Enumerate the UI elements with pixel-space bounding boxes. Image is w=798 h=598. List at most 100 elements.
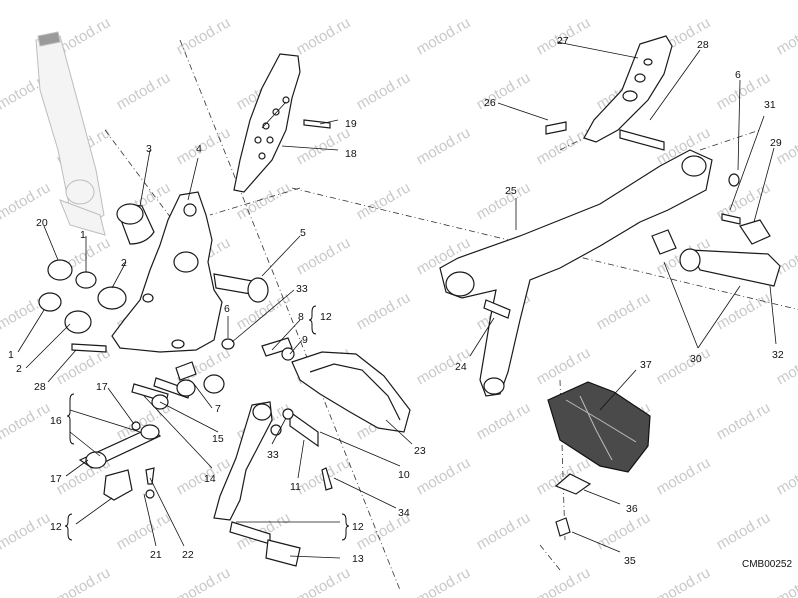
callout-label-25: 25 (505, 185, 517, 197)
watermark-text: motod.ru (414, 564, 474, 598)
watermark-text: motod.ru (114, 0, 174, 3)
watermark-text: motod.ru (774, 454, 798, 498)
callout-label-20: 20 (36, 217, 48, 229)
callout-label-26: 26 (484, 97, 496, 109)
watermark-text: motod.ru (414, 454, 474, 498)
left-footpeg (261, 337, 411, 491)
rubber-pad (547, 381, 651, 537)
callout-label-30: 30 (690, 353, 702, 365)
watermark-text: motod.ru (174, 124, 234, 168)
callout-label-4: 4 (196, 143, 202, 155)
callout-label-15: 15 (212, 433, 224, 445)
watermark-text: motod.ru (294, 14, 354, 58)
watermark-text: motod.ru (594, 0, 654, 3)
watermark-text: motod.ru (714, 509, 774, 553)
diagram-code: CMB00252 (742, 559, 792, 570)
right-hanger (439, 121, 713, 397)
callout-label-19: 19 (345, 118, 357, 130)
watermark-text: motod.ru (354, 69, 414, 113)
watermark-text: motod.ru (114, 69, 174, 113)
callout-label-28a: 28 (697, 39, 709, 51)
leader-lines (17, 41, 777, 559)
callout-label-37: 37 (640, 359, 652, 371)
callout-label-13: 13 (352, 553, 364, 565)
watermark-text: motod.ru (774, 14, 798, 58)
heel-plate (233, 53, 331, 193)
callout-label-6a: 6 (224, 303, 230, 315)
callout-label-12a: 12 (320, 311, 332, 323)
callout-label-22: 22 (182, 549, 194, 561)
callout-label-27: 27 (557, 35, 569, 47)
watermark-text: motod.ru (654, 344, 714, 388)
watermark-text: motod.ru (414, 124, 474, 168)
callout-label-8: 8 (298, 311, 304, 323)
callout-label-5: 5 (300, 227, 306, 239)
watermark-text: motod.ru (414, 14, 474, 58)
watermark-text: motod.ru (174, 14, 234, 58)
callout-label-6b: 6 (735, 69, 741, 81)
watermark-text: motod.ru (654, 564, 714, 598)
callout-label-29: 29 (770, 137, 782, 149)
callout-label-33b: 33 (267, 449, 279, 461)
callout-label-31: 31 (764, 99, 776, 111)
group-braces (64, 305, 350, 541)
watermark-text: motod.ru (294, 124, 354, 168)
callout-label-24: 24 (455, 361, 467, 373)
callout-label-9: 9 (302, 334, 308, 346)
watermark-text: motod.ru (354, 179, 414, 223)
callout-label-32: 32 (772, 349, 784, 361)
watermark-text: motod.ru (594, 289, 654, 333)
callout-label-1a: 1 (80, 229, 86, 241)
watermark-text: motod.ru (534, 344, 594, 388)
callout-label-18: 18 (345, 148, 357, 160)
callout-label-12c: 12 (352, 521, 364, 533)
watermark-text: motod.ru (234, 0, 294, 3)
right-heel-plate (583, 35, 673, 143)
callout-label-23: 23 (414, 445, 426, 457)
watermark-text: motod.ru (474, 399, 534, 443)
right-footpeg (651, 173, 781, 287)
callout-label-12b: 12 (50, 521, 62, 533)
watermark-text: motod.ru (534, 564, 594, 598)
callout-label-2b: 2 (16, 363, 22, 375)
callout-label-11: 11 (290, 481, 301, 493)
gear-lever (78, 361, 301, 567)
watermark-text: motod.ru (654, 454, 714, 498)
watermark-text: motod.ru (474, 509, 534, 553)
watermark-text: motod.ru (474, 69, 534, 113)
ghost-frame (35, 31, 106, 236)
callout-label-3: 3 (146, 143, 152, 155)
callout-label-14: 14 (204, 473, 216, 485)
callout-label-33a: 33 (296, 283, 308, 295)
watermark-text: motod.ru (294, 234, 354, 278)
watermark-text: motod.ru (354, 0, 414, 3)
watermark-text: motod.ru (594, 509, 654, 553)
callout-label-35: 35 (624, 555, 636, 567)
watermark-text: motod.ru (294, 564, 354, 598)
watermark-text: motod.ru (0, 0, 53, 3)
watermark-text: motod.ru (714, 0, 774, 3)
watermark-text: motod.ru (0, 399, 53, 443)
callout-label-17a: 17 (96, 381, 108, 393)
watermark-text: motod.ru (354, 289, 414, 333)
callout-label-34: 34 (398, 507, 410, 519)
callout-label-21: 21 (150, 549, 162, 561)
callout-label-17b: 17 (50, 473, 62, 485)
watermark-text: motod.ru (114, 509, 174, 553)
watermark-text: motod.ru (714, 399, 774, 443)
callout-label-1b: 1 (8, 349, 14, 361)
callout-label-2a: 2 (121, 257, 127, 269)
callout-label-36: 36 (626, 503, 638, 515)
callout-label-7: 7 (215, 403, 221, 415)
callout-label-10: 10 (398, 469, 410, 481)
callout-label-16: 16 (50, 415, 62, 427)
left-footrest-bracket (38, 191, 269, 353)
callout-label-28b: 28 (34, 381, 46, 393)
watermark-text: motod.ru (174, 564, 234, 598)
watermark-text: motod.ru (0, 509, 53, 553)
watermark-text: motod.ru (54, 564, 114, 598)
watermark-text: motod.ru (474, 179, 534, 223)
